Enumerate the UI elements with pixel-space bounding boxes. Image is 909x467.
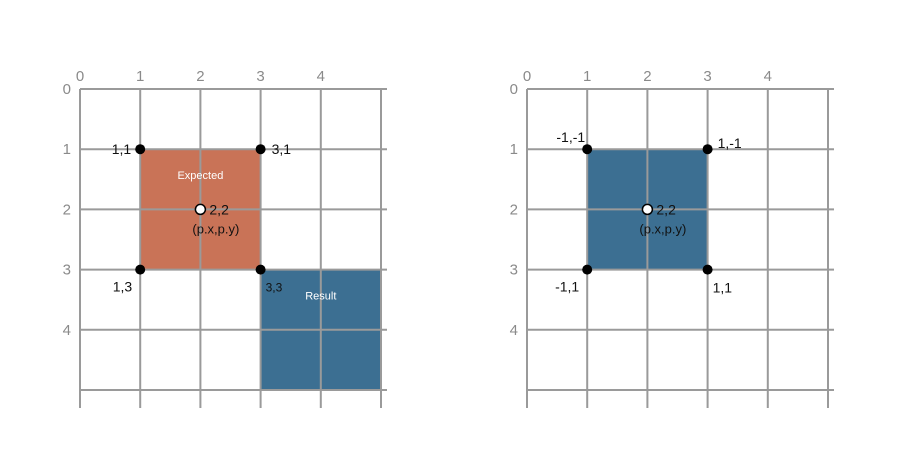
expected-rect-label: Expected <box>177 170 223 182</box>
corner-1-1-label: 1,1 <box>713 280 733 296</box>
corner-3-1-dot <box>255 144 266 155</box>
corner-3-3-label: 3,3 <box>266 281 283 295</box>
y-tick-label: 3 <box>63 262 71 279</box>
corner-3-3-dot <box>255 264 266 275</box>
x-tick-label: 4 <box>317 68 325 85</box>
x-tick-label: 4 <box>764 68 772 85</box>
x-tick-label: 1 <box>583 68 591 85</box>
x-tick-label: 2 <box>643 68 651 85</box>
corner-neg1-neg1-dot <box>582 144 593 155</box>
result-rect-label: Result <box>305 291 336 303</box>
corner-1-neg1-dot <box>702 144 713 155</box>
diagram-right: 0 1 2 3 4 0 1 2 3 4 -1,-1 1,-1 -1,1 1,1 2,2 (p.x,p.y) <box>510 68 834 408</box>
corner-neg1-neg1-label: -1,-1 <box>556 129 585 145</box>
x-tick-label: 1 <box>136 68 144 85</box>
corner-1-1-dot <box>135 144 146 155</box>
center-sublabel: (p.x,p.y) <box>639 221 686 236</box>
y-tick-label: 4 <box>63 322 71 339</box>
corner-1-3-dot <box>135 264 146 275</box>
y-tick-label: 1 <box>63 141 71 158</box>
y-tick-label: 3 <box>510 262 518 279</box>
y-tick-label: 0 <box>63 81 71 98</box>
y-tick-label: 1 <box>510 141 518 158</box>
x-tick-label: 0 <box>76 68 84 85</box>
x-tick-label: 0 <box>523 68 531 85</box>
center-label: 2,2 <box>656 201 676 217</box>
y-tick-label: 2 <box>63 201 71 218</box>
corner-1-1-dot <box>702 264 713 275</box>
center-sublabel: (p.x,p.y) <box>192 221 239 236</box>
center-label: 2,2 <box>209 201 229 217</box>
corner-1-neg1-label: 1,-1 <box>718 135 742 151</box>
corner-neg1-1-dot <box>582 264 593 275</box>
y-tick-label: 4 <box>510 322 518 339</box>
y-tick-label: 2 <box>510 201 518 218</box>
y-tick-label: 0 <box>510 81 518 98</box>
corner-1-1-label: 1,1 <box>112 141 132 157</box>
center-point <box>194 203 207 216</box>
corner-1-3-label: 1,3 <box>113 279 133 295</box>
center-point <box>641 203 654 216</box>
x-tick-label: 3 <box>703 68 711 85</box>
corner-neg1-1-label: -1,1 <box>555 279 579 295</box>
x-tick-label: 3 <box>256 68 264 85</box>
x-tick-label: 2 <box>196 68 204 85</box>
corner-3-1-label: 3,1 <box>272 141 292 157</box>
